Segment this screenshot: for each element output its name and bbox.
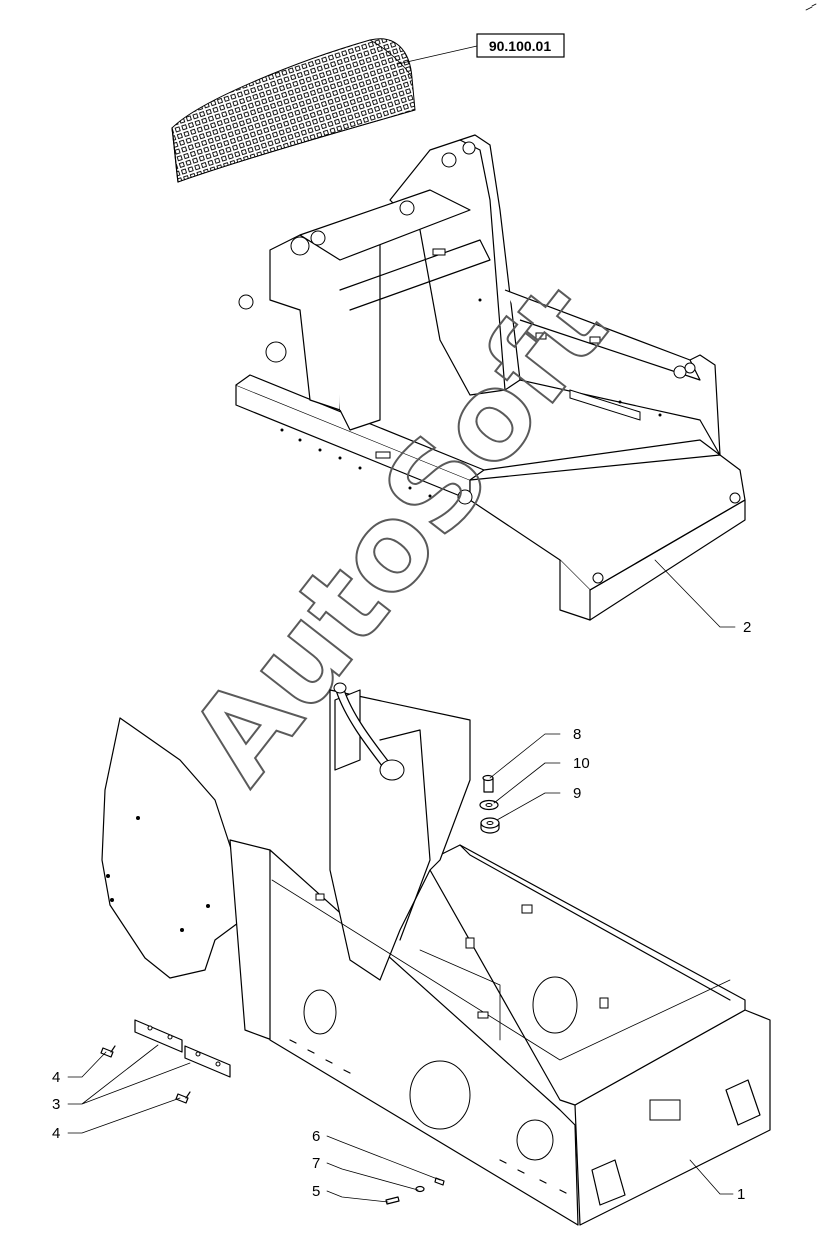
callout-6: 6 bbox=[312, 1128, 320, 1145]
small-fasteners bbox=[385, 1177, 445, 1205]
callout-9: 9 bbox=[573, 785, 581, 802]
leader-10 bbox=[493, 762, 561, 804]
callout-4-upper: 4 bbox=[52, 1069, 60, 1086]
callout-8: 8 bbox=[573, 726, 581, 743]
grate-screen-part bbox=[171, 38, 416, 183]
callout-1: 1 bbox=[737, 1186, 745, 1203]
callout-5: 5 bbox=[312, 1183, 320, 1200]
leader-5 bbox=[326, 1190, 389, 1203]
upper-frame-assembly bbox=[235, 134, 746, 621]
leader-4b bbox=[67, 1097, 181, 1134]
leader-6 bbox=[326, 1135, 441, 1181]
leader-1 bbox=[689, 1159, 734, 1195]
callout-10: 10 bbox=[573, 755, 590, 772]
stray-mark bbox=[805, 3, 817, 11]
mount-hardware bbox=[479, 774, 500, 834]
leader-3 bbox=[67, 1044, 191, 1105]
leader-8 bbox=[489, 733, 561, 779]
callout-labels: 2 8 10 9 4 3 4 6 7 5 1 bbox=[52, 619, 751, 1203]
side-shield-panel bbox=[101, 717, 243, 979]
lower-chassis-assembly bbox=[229, 682, 771, 1226]
leader-9 bbox=[496, 792, 561, 821]
plate-bolts bbox=[100, 1045, 191, 1104]
leader-2 bbox=[654, 559, 736, 628]
leader-4a bbox=[67, 1051, 107, 1078]
callout-3: 3 bbox=[52, 1096, 60, 1113]
wear-plates bbox=[134, 1019, 231, 1078]
reference-box: 90.100.01 bbox=[397, 33, 565, 65]
leader-lines bbox=[67, 559, 736, 1203]
callout-4-lower: 4 bbox=[52, 1125, 60, 1142]
reference-leader-line bbox=[397, 45, 478, 65]
callout-7: 7 bbox=[312, 1155, 320, 1172]
leader-7 bbox=[326, 1162, 419, 1191]
callout-2: 2 bbox=[743, 619, 751, 636]
reference-box-label: 90.100.01 bbox=[489, 38, 551, 54]
